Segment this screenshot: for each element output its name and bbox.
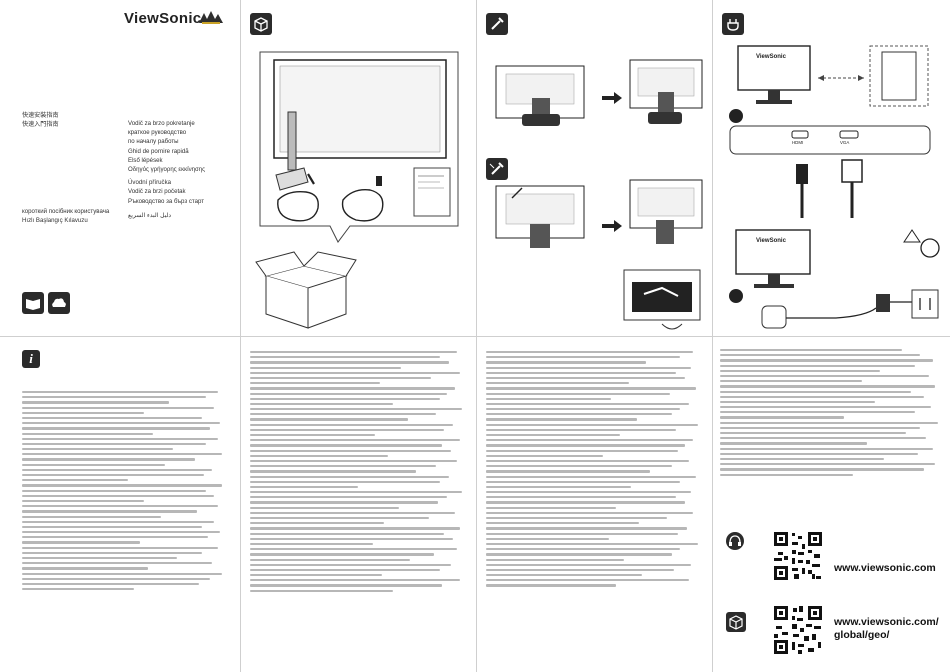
qr-code-icon xyxy=(772,530,824,582)
monitor-brand-label-2: ViewSonic xyxy=(756,238,786,244)
box-icon xyxy=(250,13,272,35)
support-headset-icon xyxy=(726,532,744,550)
screwdriver-icon xyxy=(486,13,508,35)
video-connection-diagram xyxy=(729,45,931,218)
brand-logo: ViewSonic xyxy=(124,10,202,27)
assembly-panel xyxy=(476,0,712,672)
info-icon: i xyxy=(22,350,40,368)
global-website-url[interactable]: www.viewsonic.com/ global/geo/ xyxy=(834,616,939,641)
qr-code-icon xyxy=(772,604,824,656)
ports-illustration xyxy=(791,130,859,139)
connection-text-block xyxy=(720,346,942,479)
titles-languages: Vodič za brzo pokretanje краткое руковод… xyxy=(128,120,206,205)
titles-bottom-left: короткий посібник користувача Hızlı Başl… xyxy=(22,208,110,225)
assembly-text-block xyxy=(486,348,702,590)
contents-illustration xyxy=(259,51,459,243)
monitor-brand-label: ViewSonic xyxy=(756,54,786,60)
vga-port-label: VGA xyxy=(840,140,850,145)
row-divider xyxy=(0,336,950,337)
title-arabic: دليل البدء السريع xyxy=(128,212,172,219)
hdmi-port-label: HDMI xyxy=(792,140,804,145)
plug-icon xyxy=(722,13,744,35)
open-box-illustration xyxy=(255,251,357,329)
attach-stand-step-illustration xyxy=(495,59,703,126)
contents-text-block xyxy=(250,348,466,595)
birds-logo-icon xyxy=(199,11,223,24)
titles-chinese: 快速安裝指南 快速入門指南 xyxy=(22,112,59,129)
connection-panel: ViewSonic HDMI VGA ViewSonic xyxy=(712,0,950,672)
package-contents-panel xyxy=(240,0,476,672)
warning-text-block xyxy=(22,388,226,593)
website-url[interactable]: www.viewsonic.com xyxy=(834,562,936,574)
remove-stand-step-illustration xyxy=(495,179,703,248)
stand-release-detail-illustration xyxy=(623,269,701,330)
globe-box-icon xyxy=(726,612,746,632)
screwdriver-remove-icon xyxy=(486,158,508,180)
manual-book-icon xyxy=(22,292,44,314)
cloud-icon xyxy=(48,292,70,314)
cover-panel: ViewSonic 快速安裝指南 快速入門指南 Vodič za brzo po… xyxy=(0,0,240,672)
power-connection-diagram xyxy=(729,229,940,329)
